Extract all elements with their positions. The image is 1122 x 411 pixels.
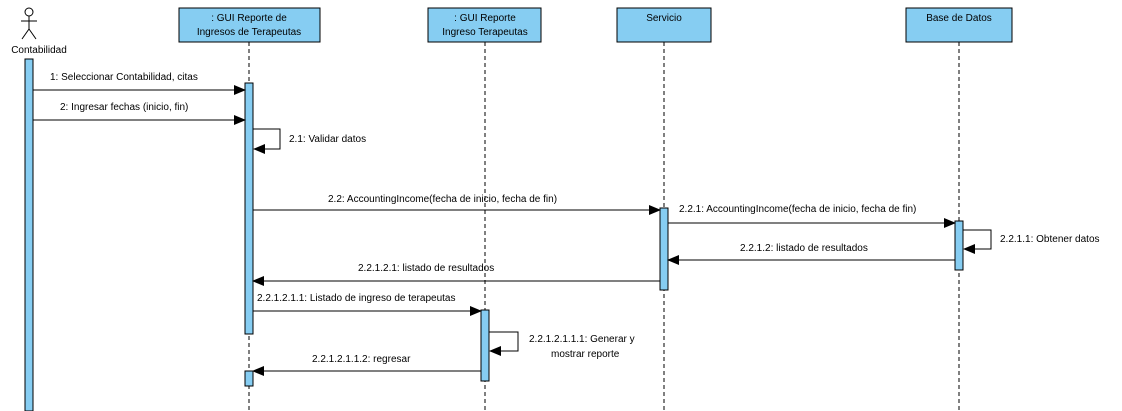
- activation-bar-gui-reporte-return: [244, 370, 254, 387]
- message-2-2-1-2-1-1-label: 2.2.1.2.1.1: Listado de ingreso de terap…: [257, 293, 455, 304]
- message-1-label: 1: Seleccionar Contabilidad, citas: [50, 72, 198, 83]
- message-2-2-1-2-1-1-1-label-line1: 2.2.1.2.1.1.1: Generar y: [529, 334, 635, 345]
- message-2-1-self-arrow: [253, 128, 281, 154]
- actor-label: Contabilidad: [11, 45, 67, 56]
- message-2-2-1-2-label: 2.2.1.2: listado de resultados: [740, 243, 868, 254]
- lifeline-gui-ingreso-title-line1: : GUI Reporte: [454, 13, 516, 24]
- message-2-2-1-2-1-1-2-label: 2.2.1.2.1.1.2: regresar: [312, 354, 411, 365]
- lifeline-servicio-title: Servicio: [646, 13, 682, 24]
- lifeline-gui-reporte-title-line2: Ingresos de Terapeutas: [197, 27, 301, 38]
- message-2-label: 2: Ingresar fechas (inicio, fin): [60, 102, 188, 113]
- lifeline-base-datos-title: Base de Datos: [926, 13, 992, 24]
- activation-bar-actor: [24, 58, 34, 411]
- message-2-2-1-2-1-label: 2.2.1.2.1: listado de resultados: [358, 263, 494, 274]
- activation-bar-gui-reporte: [244, 82, 254, 335]
- activation-bar-gui-ingreso: [480, 309, 490, 382]
- activation-bar-base-datos: [954, 220, 964, 271]
- message-2-2-label: 2.2: AccountingIncome(fecha de inicio, f…: [328, 194, 557, 205]
- lifeline-gui-ingreso-title-line2: Ingreso Terapeutas: [442, 27, 527, 38]
- message-2-1-label: 2.1: Validar datos: [289, 134, 366, 145]
- actor-contabilidad[interactable]: Contabilidad: [11, 7, 67, 56]
- message-2-2-1-2-1-1-1-label-line2: mostrar reporte: [551, 349, 620, 360]
- lifeline-servicio[interactable]: Servicio: [616, 7, 712, 43]
- message-2-2-1-2-1-1-1-self-arrow: [489, 331, 519, 356]
- activation-bar-servicio: [659, 207, 669, 291]
- lifeline-gui-ingreso[interactable]: : GUI Reporte Ingreso Terapeutas: [427, 7, 542, 43]
- lifeline-gui-reporte-title-line1: : GUI Reporte de: [211, 13, 287, 24]
- message-2-2-1-1-self-arrow: [963, 229, 992, 254]
- lifeline-base-datos[interactable]: Base de Datos: [905, 7, 1013, 43]
- message-2-2-1-label: 2.2.1: AccountingIncome(fecha de inicio,…: [679, 204, 916, 215]
- stick-figure-icon: [21, 7, 37, 40]
- message-2-2-1-1-label: 2.2.1.1: Obtener datos: [1000, 234, 1100, 245]
- lifeline-gui-reporte[interactable]: : GUI Reporte de Ingresos de Terapeutas: [178, 7, 321, 43]
